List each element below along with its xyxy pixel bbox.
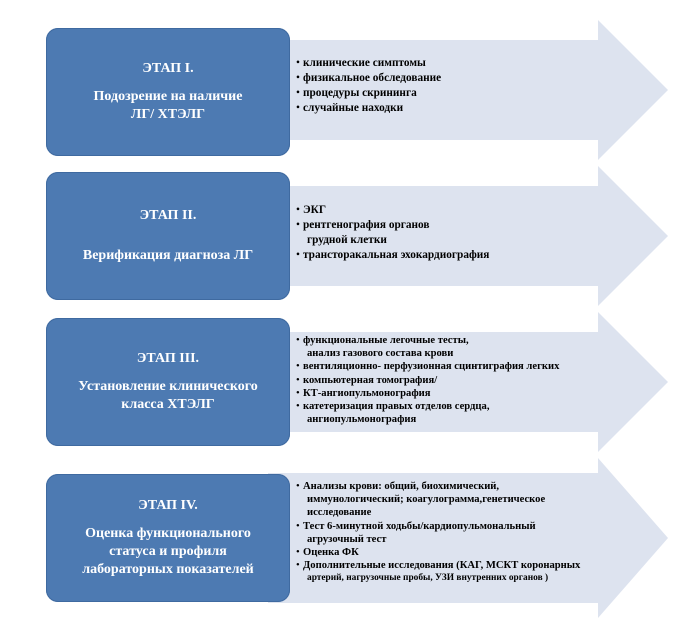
list-item: катетеризация правых отделов сердца,анги… — [296, 400, 559, 426]
list-item: Дополнительные исследования (КАГ, МСКТ к… — [296, 559, 580, 585]
stage-1 — [0, 20, 677, 160]
stage-3-line-1: Установление клинического — [78, 379, 258, 394]
list-item: процедуры скрининга — [296, 86, 441, 101]
list-item: ЭКГ — [296, 203, 489, 218]
stage-3-line-2: класса ХТЭЛГ — [121, 397, 215, 412]
list-item: Оценка ФК — [296, 546, 580, 559]
stage-2-box: ЭТАП II. Верификация диагноза ЛГ — [46, 172, 290, 300]
stage-1-arrow — [268, 20, 668, 160]
list-item: функциональные легочные тесты,анализ газ… — [296, 334, 559, 360]
stage-3-list: функциональные легочные тесты,анализ газ… — [296, 334, 559, 426]
stage-4-box: ЭТАП IV. Оценка функционального статуса … — [46, 474, 290, 602]
list-item: клинические симптомы — [296, 56, 441, 71]
stage-1-box: ЭТАП I. Подозрение на наличие ЛГ/ ХТЭЛГ — [46, 28, 290, 156]
stage-3-heading: ЭТАП III. — [136, 351, 200, 366]
stage-4-heading: ЭТАП IV. — [138, 498, 198, 513]
stage-1-line-1: Подозрение на наличие — [93, 89, 243, 104]
list-item: Анализы крови: общий, биохимический,имму… — [296, 480, 580, 520]
list-item: вентиляционно- перфузионная сцинтиграфия… — [296, 360, 559, 373]
stage-4-line-1: Оценка функционального — [85, 526, 251, 541]
stage-4-line-2: статуса и профиля — [109, 544, 227, 559]
list-item: компьютерная томография/ — [296, 374, 559, 387]
stage-2-heading: ЭТАП II. — [139, 208, 197, 223]
list-item: КТ-ангиопульмонография — [296, 387, 559, 400]
list-item: трансторакальная эхокардиография — [296, 248, 489, 263]
list-item: случайные находки — [296, 101, 441, 116]
stage-1-list: клинические симптомы физикальное обследо… — [296, 56, 441, 116]
stage-3-box: ЭТАП III. Установление клинического клас… — [46, 318, 290, 446]
stage-1-heading: ЭТАП I. — [142, 61, 194, 76]
list-item: физикальное обследование — [296, 71, 441, 86]
stage-4-line-3: лабораторных показателей — [82, 562, 254, 577]
list-item: Тест 6-минутной ходьбы/кардиопульмональн… — [296, 520, 580, 546]
stage-2-line-1: Верификация диагноза ЛГ — [82, 248, 254, 263]
stage-4-list: Анализы крови: общий, биохимический,имму… — [296, 480, 580, 586]
stage-1-line-2: ЛГ/ ХТЭЛГ — [130, 107, 206, 122]
